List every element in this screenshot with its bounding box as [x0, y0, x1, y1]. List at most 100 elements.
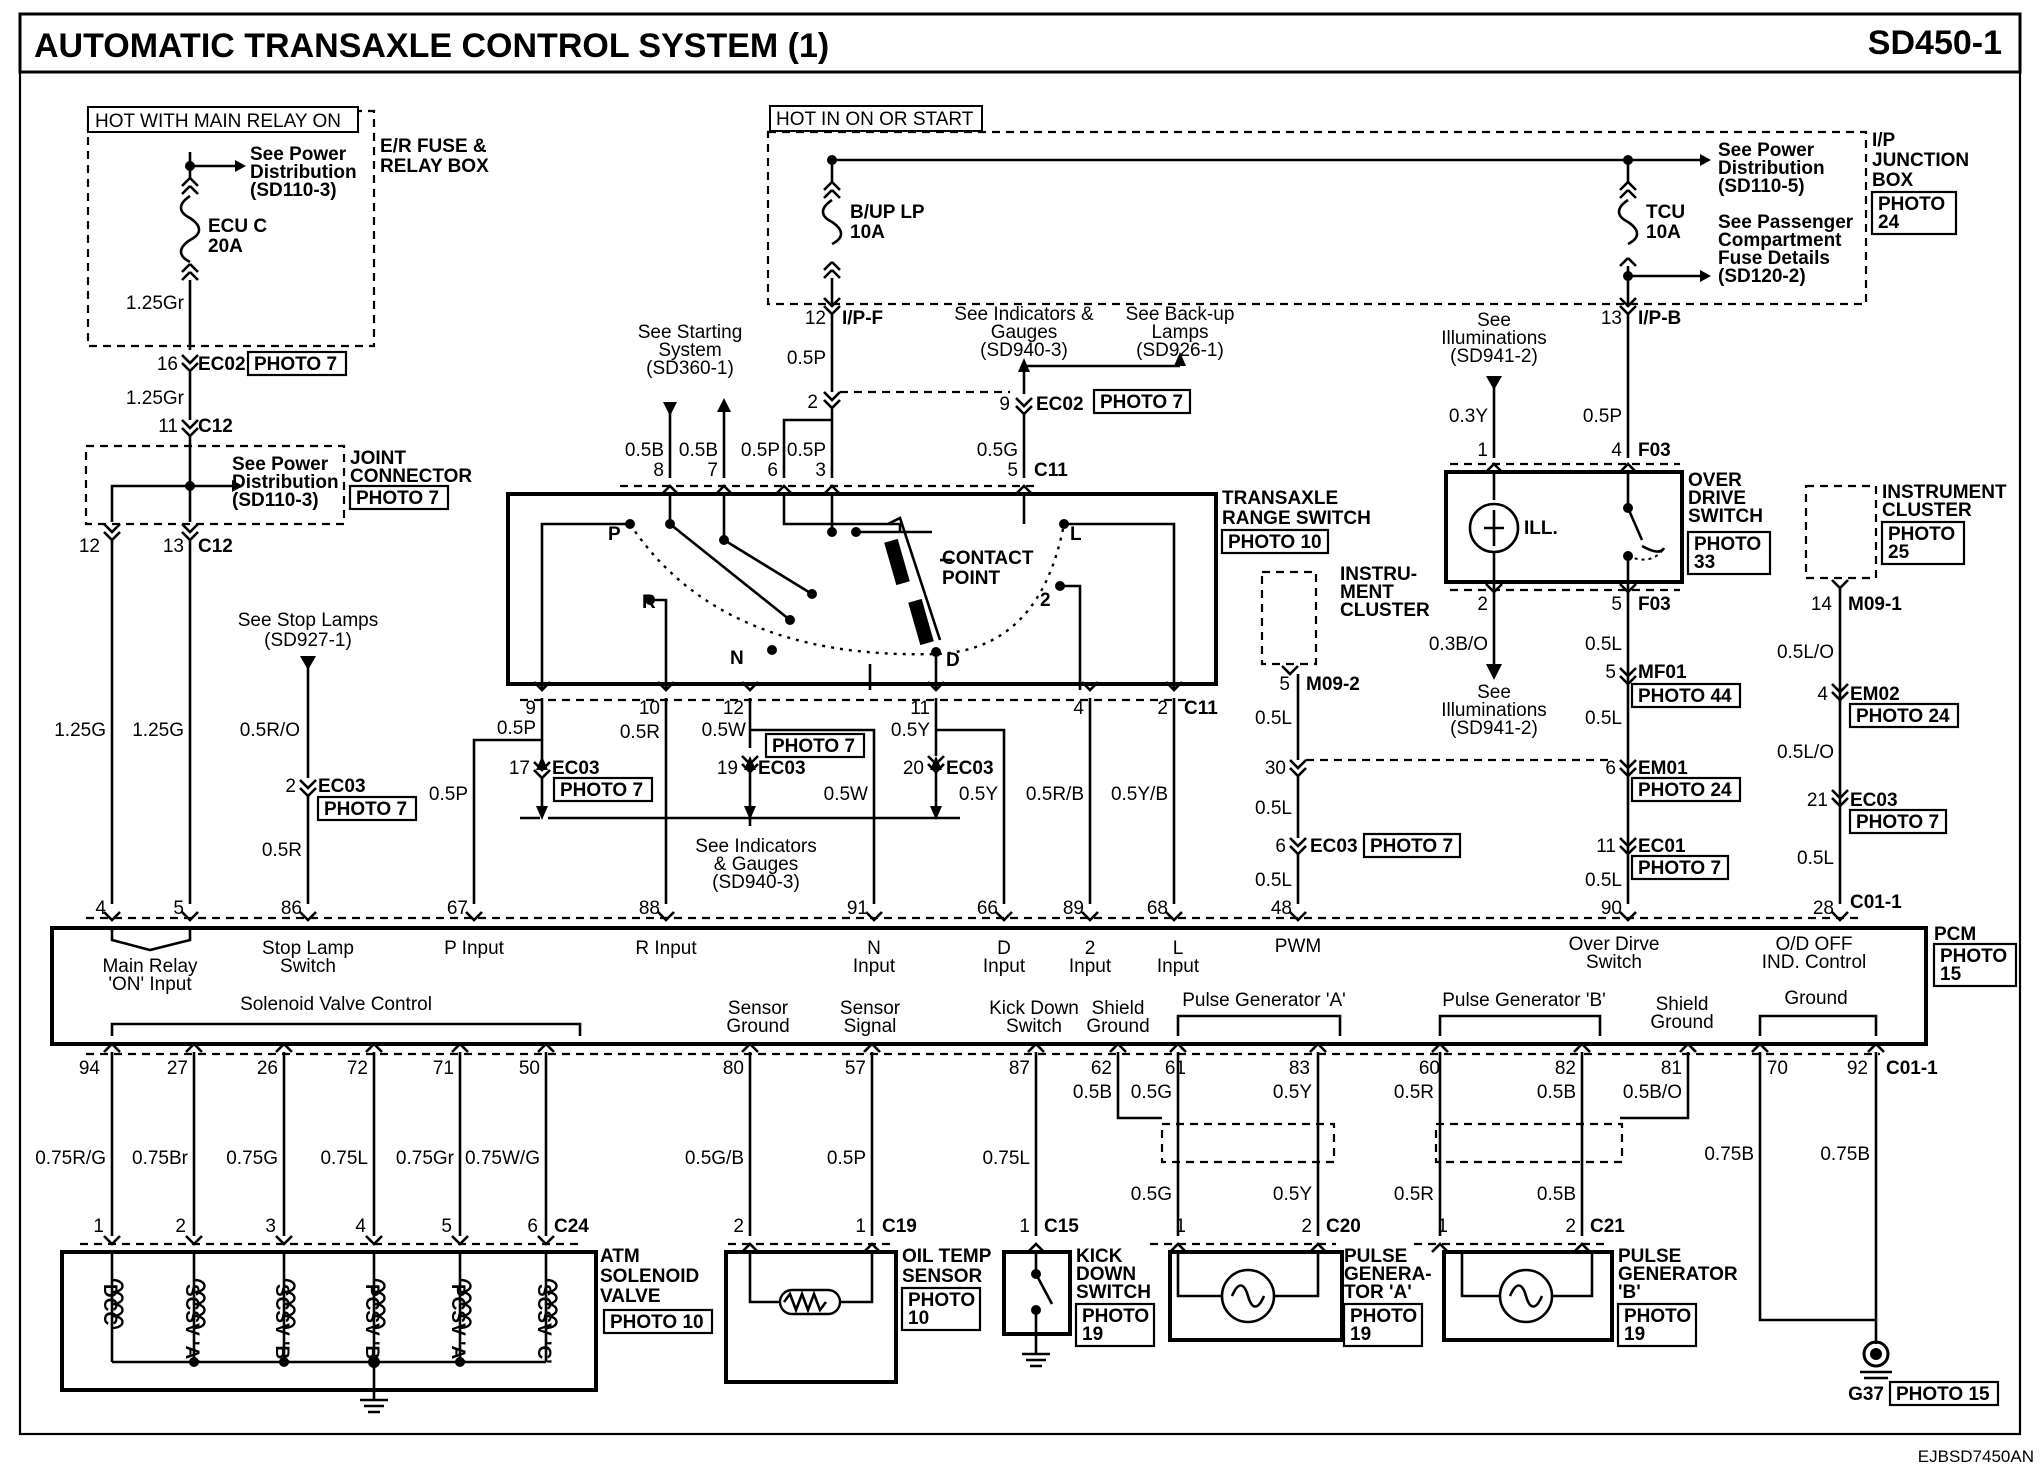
diagram-label: Switch	[1586, 952, 1642, 973]
diagram-label: CONTACT	[942, 548, 1034, 569]
diagram-label: 1	[1477, 440, 1488, 461]
diagram-label: 4	[1817, 684, 1828, 705]
diagram-label: 0.3Y	[1449, 406, 1488, 427]
diagram-label: C01-1	[1850, 892, 1902, 913]
diagram-label: 11	[910, 698, 930, 719]
diagram-label: 6	[527, 1216, 538, 1237]
diagram-label: PHOTO	[1082, 1306, 1149, 1327]
pcm-module: 4 5 86 67 88 91 66 89 68 48 90 28 C01-1 …	[50, 892, 2018, 1056]
diagram-label: 1	[1175, 1216, 1186, 1237]
diagram-label: (SD110-3)	[232, 490, 319, 511]
backup-lamp-feed: 0.5P 2 0.5P 0.5P See Indicators & Gauges…	[625, 304, 1234, 478]
diagram-label: SWITCH	[1076, 1282, 1151, 1303]
diagram-label: 5	[1605, 662, 1616, 683]
diagram-label: 83	[1289, 1058, 1310, 1079]
diagram-label: JUNCTION	[1872, 150, 1969, 171]
diagram-label: MF01	[1638, 662, 1687, 683]
diagram-label: 19	[1082, 1324, 1103, 1345]
diagram-label: Lamps	[1151, 322, 1208, 343]
joint-connector: See Power Distribution (SD110-3) JOINT C…	[54, 436, 472, 904]
diagram-label: 0.5L	[1255, 798, 1292, 819]
footer-code: EJBSD7450AN	[1918, 1447, 2034, 1466]
diagram-label: 0.5L/O	[1777, 742, 1834, 763]
diagram-label: Switch	[1006, 1016, 1062, 1037]
diagram-label: 0.5W	[702, 720, 746, 741]
diagram-label: 10A	[850, 222, 885, 243]
diagram-label: 19	[1350, 1324, 1371, 1345]
diagram-label: 0.5B	[1073, 1082, 1112, 1103]
diagram-label: 0.5R	[262, 840, 302, 861]
diagram-label: 82	[1555, 1058, 1576, 1079]
diagram-label: 3	[815, 460, 826, 481]
diagram-label: Ground	[726, 1016, 789, 1037]
diagram-label: PHOTO	[1940, 946, 2007, 967]
diagram-label: 0.5B	[1537, 1184, 1576, 1205]
diagram-label: 92	[1847, 1058, 1868, 1079]
diagram-label: 19	[1624, 1324, 1645, 1345]
diagram-label: PCM	[1934, 924, 1976, 945]
diagram-label: (SD940-3)	[980, 340, 1068, 361]
diagram-label: Solenoid Valve Control	[240, 994, 432, 1015]
diagram-label: PHOTO 7	[324, 799, 407, 820]
diagram-label: O/D OFF	[1775, 934, 1852, 955]
diagram-label: OIL TEMP	[902, 1246, 992, 1267]
diagram-label: 19	[717, 758, 738, 779]
diagram-label: 66	[977, 898, 998, 919]
kick-down-switch: 0.75L 1 C15 KICK DOWN SWITCH PHOTO 19	[982, 1052, 1156, 1368]
diagram-label: 2	[1157, 698, 1168, 719]
diagram-label: 1	[1019, 1216, 1030, 1237]
diagram-label: 94	[79, 1058, 101, 1079]
diagram-label: BOX	[1872, 170, 1914, 191]
diagram-label: 1	[93, 1216, 104, 1237]
diagram-label: C12	[198, 536, 233, 557]
diagram-label: 91	[847, 898, 868, 919]
diagram-label: EC03	[318, 776, 366, 797]
diagram-label: 81	[1661, 1058, 1682, 1079]
diagram-label: (SD941-2)	[1450, 718, 1538, 739]
diagram-label: D	[946, 650, 960, 671]
diagram-label: GENERATOR	[1618, 1264, 1738, 1285]
diagram-label: TRANSAXLE	[1222, 488, 1338, 509]
diagram-label: N	[730, 648, 744, 669]
diagram-label: 1	[855, 1216, 866, 1237]
diagram-label: G37	[1848, 1384, 1884, 1405]
diagram-label: EC02	[198, 354, 246, 375]
diagram-label: See	[1477, 310, 1511, 331]
diagram-label: 0.5G/B	[685, 1148, 744, 1169]
diagram-label: SWITCH	[1688, 506, 1763, 527]
diagram-label: Main Relay	[102, 956, 198, 977]
diagram-label: 0.5B	[625, 440, 664, 461]
diagram-label: 0.5G	[977, 440, 1018, 461]
diagram-label: 80	[723, 1058, 744, 1079]
diagram-label: Ground	[1784, 988, 1847, 1009]
diagram-label: I/P-F	[842, 308, 883, 329]
diagram-label: 11	[158, 416, 178, 437]
diagram-label: 0.5L	[1585, 634, 1622, 655]
diagram-label: EC03	[1310, 836, 1358, 857]
diagram-label: 2	[1040, 590, 1051, 611]
diagram-label: SCSV 'A'	[181, 1284, 202, 1364]
diagram-label: C11	[1184, 698, 1218, 719]
hot-main-relay-label: HOT WITH MAIN RELAY ON	[95, 111, 341, 132]
diagram-label: F03	[1638, 594, 1671, 615]
trs-bottom-connector: 9 10 12 11 4 2 C11	[520, 681, 1218, 719]
diagram-label: 0.75W/G	[465, 1148, 540, 1169]
diagram-label: Input	[1069, 956, 1112, 977]
diagram-label: 0.5Y	[959, 784, 998, 805]
diagram-label: I/P-B	[1638, 308, 1681, 329]
diagram-label: PCSV 'A'	[447, 1284, 468, 1364]
diagram-label: 2	[733, 1216, 744, 1237]
diagram-label: PHOTO 24	[1638, 780, 1732, 801]
diagram-label: 86	[281, 898, 302, 919]
instrument-cluster-right: INSTRUMENT CLUSTER PHOTO 25 14 M09-1 0.5…	[1777, 482, 2007, 904]
diagram-label: 6	[1275, 836, 1286, 857]
diagram-label: ATM	[600, 1246, 640, 1267]
diagram-label: Compartment	[1718, 230, 1842, 251]
diagram-label: PHOTO 24	[1856, 706, 1950, 727]
pulse-generator-b: 0.5R 0.5B 0.5B/O 0.5R 0.5B 1 2 C21 PULSE…	[1394, 1052, 1738, 1348]
diagram-label: 0.5R	[620, 722, 660, 743]
diagram-label: 'B'	[1618, 1282, 1641, 1303]
diagram-label: PHOTO 7	[772, 736, 855, 757]
diagram-label: 0.5R/B	[1026, 784, 1084, 805]
instrument-cluster-mid: INSTRU- MENT CLUSTER 5 M09-2 0.5L 30 0.5…	[1255, 564, 1614, 904]
